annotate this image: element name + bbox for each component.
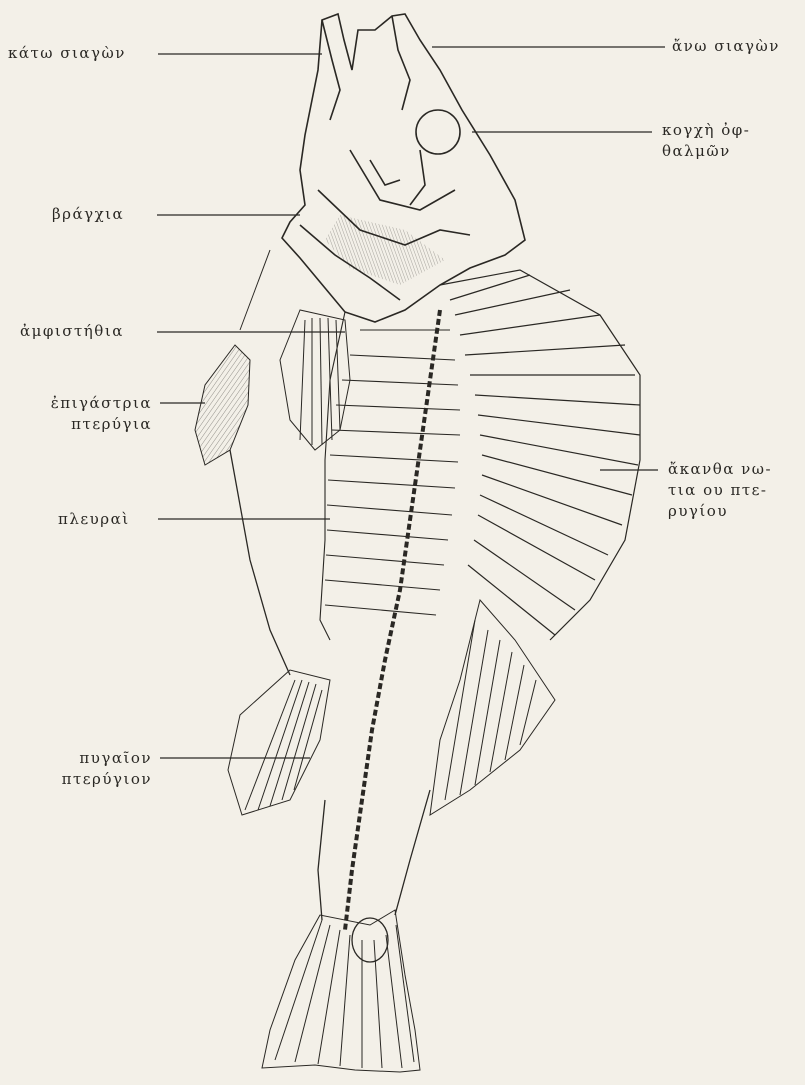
pectoral-fin (280, 310, 350, 450)
label-pygaion-pterygion: πυγαῖον πτερύγιον (40, 748, 152, 790)
label-epigastria-pterygia: ἐπιγάστρια πτερύγια (30, 393, 152, 435)
label-epigastria-line2: πτερύγια (30, 414, 152, 435)
label-akantha-line3: ρυγίου (668, 501, 772, 522)
label-pygaion-line1: πυγαῖον (40, 748, 152, 769)
label-epigastria-line1: ἐπιγάστρια (30, 393, 152, 414)
label-pleurai: πλευραὶ (58, 509, 130, 530)
label-kogxi-line2: θαλμῶν (662, 141, 750, 162)
label-kato-siagon: κάτω σιαγὼν (8, 43, 126, 64)
tail-stalk (318, 790, 430, 962)
pelvic-ray (230, 450, 290, 675)
label-pygaion-line2: πτερύγιον (40, 769, 152, 790)
anal-fin (228, 670, 330, 815)
spine (345, 310, 440, 930)
label-akantha-line1: ἄκανθα νω- (668, 459, 772, 480)
caudal-fin (262, 910, 420, 1072)
label-akantha-line2: τια ου πτε- (668, 480, 772, 501)
label-ano-siagon: ἄνω σιαγὼν (672, 36, 780, 57)
pelvic-fin-shading (195, 345, 250, 465)
label-kogxi-ofthalmon: κογχὴ ὀφ- θαλμῶν (662, 120, 750, 162)
ribs (320, 312, 460, 640)
label-amfistithia: ἀμφιστήθια (20, 321, 124, 342)
rear-dorsal-fin (430, 600, 555, 815)
eye-socket (416, 110, 460, 154)
label-akantha-notiaiou: ἄκανθα νω- τια ου πτε- ρυγίου (668, 459, 772, 522)
dorsal-fin (440, 270, 640, 640)
label-kogxi-line1: κογχὴ ὀφ- (662, 120, 750, 141)
gill-shading (325, 215, 445, 285)
label-braggia: βράγχια (52, 204, 124, 225)
